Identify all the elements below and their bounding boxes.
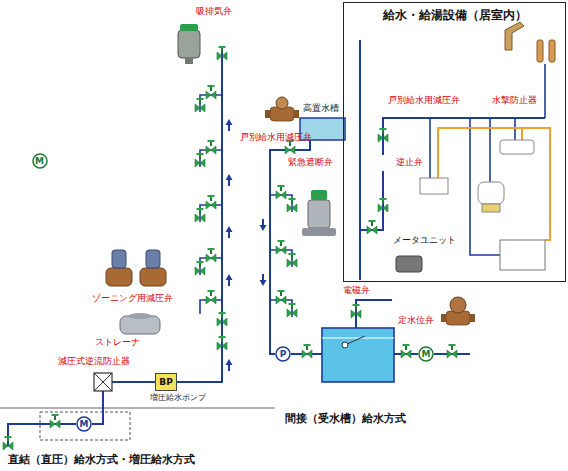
symbol-letter: P — [280, 349, 287, 359]
meter-symbol: M — [418, 346, 434, 362]
circle-shape — [77, 417, 91, 431]
symbol-letter: BP — [159, 377, 172, 387]
part-name: 定水位弁 — [398, 316, 434, 326]
part-name: ストレーナ — [95, 338, 140, 348]
pump-symbol: P — [275, 346, 291, 362]
part-name: 戸別給水用減圧弁 — [388, 96, 460, 106]
part-name: 増圧給水ポンプ — [150, 394, 206, 403]
part-name: メータユニット — [393, 236, 456, 246]
meter-symbol: M — [76, 416, 92, 432]
part-name: 吸排気弁 — [196, 7, 232, 17]
system-caption: 直結（直圧）給水方式・増圧給水方式 — [8, 454, 195, 466]
part-name: 高置水槽 — [303, 104, 339, 114]
part-name: 逆止弁 — [396, 158, 423, 168]
circle-shape — [276, 347, 290, 361]
booster-pump-box: BP — [155, 373, 177, 391]
part-name: 緊急遮断弁 — [288, 158, 333, 168]
panel-heading: 給水・給湯設備（居室内） — [344, 7, 565, 24]
circle-shape — [419, 347, 433, 361]
circle-shape — [33, 154, 47, 168]
part-name: ゾーニング用減圧弁 — [92, 294, 173, 304]
symbol-letter: M — [422, 349, 431, 359]
symbol-letter: M — [35, 156, 44, 166]
symbol-letter: M — [80, 419, 89, 429]
part-name: 減圧式逆流防止器 — [58, 357, 130, 367]
meter-symbol: M — [32, 153, 48, 169]
part-name: 戸別給水用減圧弁 — [240, 133, 312, 143]
part-name: 電磁弁 — [343, 286, 370, 296]
system-caption: 間接（受水槽）給水方式 — [285, 413, 406, 425]
part-name: 水撃防止器 — [492, 96, 537, 106]
